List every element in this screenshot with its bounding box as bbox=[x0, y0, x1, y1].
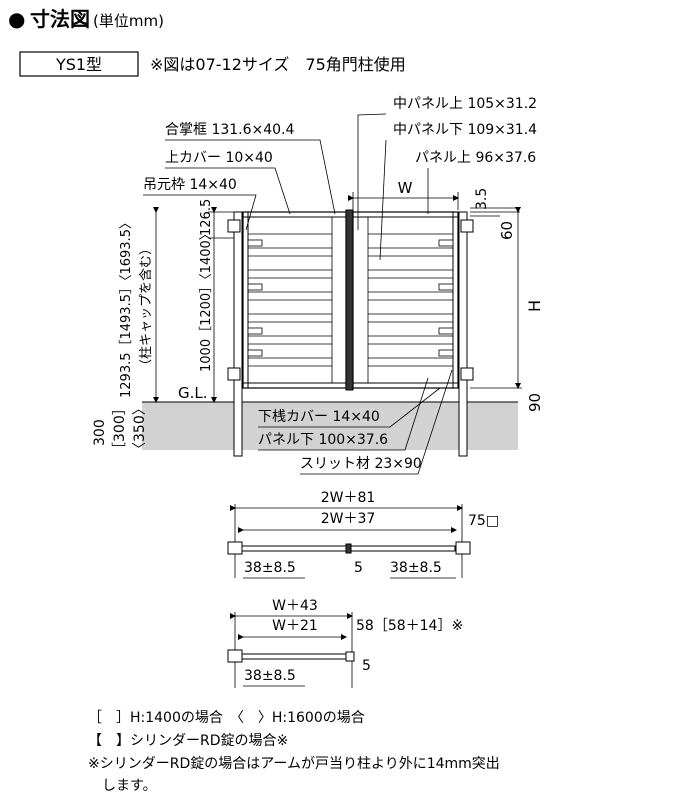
legend-line-4: します。 bbox=[88, 778, 157, 794]
plan-right-post bbox=[455, 541, 471, 555]
plan-post-size: 75□ bbox=[468, 513, 499, 529]
ground-area bbox=[142, 402, 518, 450]
plan-left-post bbox=[227, 541, 243, 555]
legend-line-1: ［ ］H:1400の場合 〈 〉H:1600の場合 bbox=[88, 710, 365, 726]
center-meeting-stile bbox=[345, 209, 354, 391]
dim-90: 90 bbox=[526, 393, 544, 412]
plan-single-side: 58［58＋14］※ bbox=[356, 618, 463, 634]
dim-ground-300: 300 bbox=[92, 419, 108, 446]
plan-single-gap: 5 bbox=[362, 658, 371, 674]
plan-single-leaf bbox=[241, 653, 347, 660]
label-hanging-frame: 吊元枠 14×40 bbox=[143, 177, 237, 193]
dim-ground-300b: ［300］ bbox=[112, 401, 128, 456]
right-post bbox=[458, 211, 468, 457]
label-panel-upper: パネル上 96×37.6 bbox=[415, 150, 536, 166]
plan-right-leaf bbox=[350, 545, 456, 552]
plan-single-outer: W＋43 bbox=[272, 598, 318, 614]
left-slats bbox=[247, 217, 333, 383]
dim-ground-350: 〈350〉 bbox=[132, 401, 148, 456]
dim-60: 60 bbox=[498, 221, 516, 240]
label-gassho: 合掌框 131.6×40.4 bbox=[165, 122, 295, 138]
label-mid-panel-lower: 中パネル下 109×31.4 bbox=[393, 122, 537, 138]
dim-w-label: W bbox=[398, 179, 413, 197]
dim-126-5: 126.5 bbox=[199, 199, 214, 236]
heading-bullet: ● bbox=[8, 7, 25, 31]
left-post bbox=[233, 211, 243, 457]
label-panel-lower: パネル下 100×37.6 bbox=[258, 432, 388, 448]
label-slit: スリット材 23×90 bbox=[300, 456, 422, 472]
model-type-label: YS1型 bbox=[55, 55, 102, 74]
plan-left-leaf bbox=[241, 545, 347, 552]
label-mid-panel-upper: 中パネル上 105×31.2 bbox=[393, 96, 537, 112]
model-type-box bbox=[19, 51, 139, 77]
label-upper-cover: 上カバー 10×40 bbox=[165, 150, 273, 166]
plan-gap: 5 bbox=[354, 560, 363, 576]
legend-line-2: 【 】シリンダーRD錠の場合※ bbox=[88, 733, 288, 749]
dim-post-cap: （柱キャップを含む） bbox=[138, 242, 154, 372]
dim-heights-outer: 1293.5［1493.5］〈1693.5〉 bbox=[119, 216, 134, 398]
dim-3-5: 3.5 bbox=[474, 188, 490, 210]
plan-left-offset: 38±8.5 bbox=[244, 560, 296, 576]
legend-line-3: ※シリンダーRD錠の場合はアームが戸当り柱より外に14mm突出 bbox=[88, 756, 500, 772]
left-hinge-top bbox=[227, 219, 241, 233]
right-hinge-top bbox=[460, 219, 474, 233]
label-lower-rail-cover: 下桟カバー 14×40 bbox=[258, 409, 380, 425]
heading-title: 寸法図 bbox=[30, 7, 90, 31]
right-hinge-bottom bbox=[460, 367, 474, 381]
plan-double-outer: 2W＋81 bbox=[321, 490, 376, 506]
plan-double-inner: 2W＋37 bbox=[321, 511, 376, 527]
plan-single-post bbox=[227, 649, 243, 663]
gl-label: G.L. bbox=[178, 384, 208, 402]
dim-h: H bbox=[525, 300, 544, 312]
heading-unit: (単位mm) bbox=[93, 12, 164, 30]
left-hinge-bottom bbox=[227, 367, 241, 381]
dim-heights-inner: 1000［1200］〈1400〉 bbox=[199, 227, 214, 372]
plan-right-offset: 38±8.5 bbox=[390, 560, 442, 576]
plan-single-inner: W＋21 bbox=[272, 618, 318, 634]
model-note: ※図は07-12サイズ 75角門柱使用 bbox=[150, 55, 406, 74]
plan-single-offset: 38±8.5 bbox=[244, 668, 296, 684]
right-slats bbox=[367, 217, 454, 383]
